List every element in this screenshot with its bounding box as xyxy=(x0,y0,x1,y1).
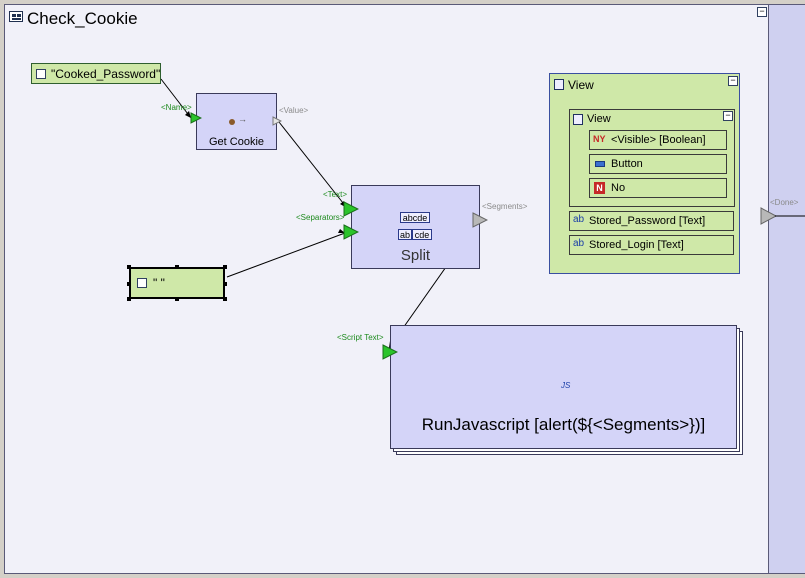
cookie-icon xyxy=(229,119,235,125)
port-segments[interactable] xyxy=(472,212,488,228)
selection-handle[interactable] xyxy=(223,265,227,269)
wire-arrow-separators xyxy=(338,229,345,233)
collapse-button[interactable]: − xyxy=(723,111,733,121)
constant-icon xyxy=(137,278,147,288)
port-value[interactable] xyxy=(272,116,282,126)
view-row-stored-login[interactable]: ab Stored_Login [Text] xyxy=(569,235,734,255)
workflow-icon xyxy=(9,11,23,22)
page-title: Check_Cookie xyxy=(27,9,138,28)
collapse-button[interactable]: − xyxy=(757,7,767,17)
view-row-visible[interactable]: NY <Visible> [Boolean] xyxy=(589,130,727,150)
view-icon xyxy=(573,114,583,125)
view-row-label: No xyxy=(611,182,626,194)
port-name[interactable] xyxy=(190,112,202,124)
view-inner[interactable]: View − NY <Visible> [Boolean] Button N N… xyxy=(569,109,735,207)
boolean-icon: NY xyxy=(593,134,606,144)
port-script-text[interactable] xyxy=(382,344,398,360)
port-label-separators: <Separators> xyxy=(296,213,345,222)
port-label-segments: <Segments> xyxy=(482,202,528,211)
view-row-button[interactable]: Button xyxy=(589,154,727,174)
constant-icon xyxy=(36,69,46,79)
collapse-button[interactable]: − xyxy=(728,76,738,86)
arrow-right-icon: → xyxy=(238,114,247,124)
constant-value: " " xyxy=(153,276,165,290)
view-row-label: Button xyxy=(611,158,643,170)
view-row-stored-password[interactable]: ab Stored_Password [Text] xyxy=(569,211,734,231)
constant-value: "Cooked_Password" xyxy=(51,67,161,81)
port-label-value: <Value> xyxy=(279,106,309,115)
action-label: Split xyxy=(400,247,431,264)
view-title: View xyxy=(587,113,611,125)
view-title: View xyxy=(568,78,594,92)
selection-handle[interactable] xyxy=(223,297,227,301)
text-type-icon: ab xyxy=(573,214,585,225)
selection-handle[interactable] xyxy=(175,265,179,269)
action-run-javascript[interactable]: JS RunJavascript [alert(${<Segments>})] xyxy=(390,325,737,449)
button-icon xyxy=(595,161,605,167)
selection-handle[interactable] xyxy=(127,297,131,301)
view-icon xyxy=(554,79,564,90)
wire-arrow-name xyxy=(185,111,191,118)
selection-handle[interactable] xyxy=(175,297,179,301)
wire-sep-separators xyxy=(226,232,346,278)
constant-cooked-password[interactable]: "Cooked_Password" xyxy=(31,63,161,84)
constant-separator[interactable]: " " xyxy=(127,265,227,301)
view-outer[interactable]: View − View − NY <Visible> [Boolean] But… xyxy=(549,73,740,274)
wire-value-text xyxy=(278,121,348,209)
port-done[interactable] xyxy=(760,207,778,225)
port-separators[interactable] xyxy=(343,224,359,240)
split-icon: abcde ab cde xyxy=(398,212,436,244)
view-row-label: <Visible> [Boolean] xyxy=(611,134,706,146)
text-type-icon: ab xyxy=(573,238,585,249)
selection-handle[interactable] xyxy=(223,282,227,286)
port-label-script-text: <Script Text> xyxy=(337,333,384,342)
wire-cookie-name xyxy=(160,78,192,119)
port-text[interactable] xyxy=(343,201,359,217)
view-row-label: Stored_Login [Text] xyxy=(589,239,684,251)
view-row-label: Stored_Password [Text] xyxy=(589,215,706,227)
action-label: RunJavascript [alert(${<Segments>})] xyxy=(421,415,706,434)
port-label-text: <Text> xyxy=(323,190,348,199)
action-get-cookie[interactable]: → Get Cookie xyxy=(196,93,277,150)
javascript-icon: JS xyxy=(561,381,571,390)
port-label-done: <Done> xyxy=(770,198,799,207)
selection-handle[interactable] xyxy=(127,282,131,286)
action-label: Get Cookie xyxy=(208,136,265,148)
workflow-canvas[interactable]: Check_Cookie − "Cooked_Password" xyxy=(4,4,769,574)
no-icon: N xyxy=(594,182,605,194)
action-split[interactable]: abcde ab cde Split xyxy=(351,185,480,269)
done-wire xyxy=(775,215,805,217)
view-row-no[interactable]: N No xyxy=(589,178,727,198)
selection-handle[interactable] xyxy=(127,265,131,269)
port-label-name: <Name> xyxy=(161,103,192,112)
output-strip xyxy=(769,4,805,574)
